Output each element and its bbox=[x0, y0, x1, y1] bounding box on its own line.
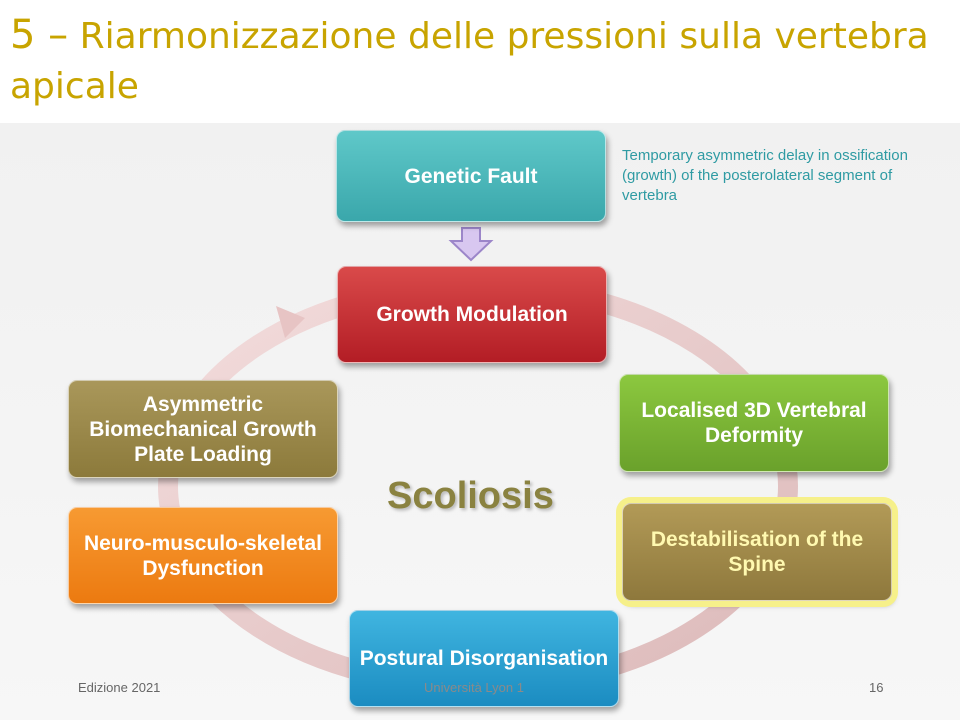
neuro-dysfunction-box: Neuro-musculo-skeletal Dysfunction bbox=[68, 507, 338, 604]
postural-disorganisation-box: Postural Disorganisation bbox=[349, 610, 619, 707]
slide-title: 5 – Riarmonizzazione delle pressioni sul… bbox=[10, 10, 940, 112]
footer-page-number: 16 bbox=[869, 680, 884, 695]
neuro-dysfunction-label: Neuro-musculo-skeletal Dysfunction bbox=[83, 531, 323, 580]
center-label: Scoliosis bbox=[387, 475, 554, 517]
footer-edition: Edizione 2021 bbox=[78, 680, 161, 695]
slide-title-text: Riarmonizzazione delle pressioni sulla v… bbox=[10, 16, 929, 107]
asymmetric-loading-label: Asymmetric Biomechanical Growth Plate Lo… bbox=[89, 392, 317, 466]
asymmetric-loading-box: Asymmetric Biomechanical Growth Plate Lo… bbox=[68, 380, 338, 478]
cycle-arrowhead bbox=[276, 306, 305, 338]
genetic-fault-box: Genetic Fault bbox=[336, 130, 606, 222]
postural-disorganisation-label: Postural Disorganisation bbox=[359, 647, 609, 670]
localised-deformity-box: Localised 3D Vertebral Deformity bbox=[619, 374, 889, 472]
footer-university: Università Lyon 1 bbox=[424, 680, 524, 695]
destabilisation-box: Destabilisation of the Spine bbox=[622, 503, 892, 601]
genetic-fault-label: Genetic Fault bbox=[404, 164, 538, 188]
localised-deformity-label: Localised 3D Vertebral Deformity bbox=[641, 399, 867, 447]
down-arrow-icon bbox=[448, 227, 494, 262]
genetic-note: Temporary asymmetric delay in ossificati… bbox=[622, 147, 908, 204]
slide-title-number: 5 – bbox=[10, 12, 69, 58]
growth-modulation-label: Growth Modulation bbox=[376, 303, 568, 326]
destabilisation-label: Destabilisation of the Spine bbox=[650, 528, 864, 576]
growth-modulation-box: Growth Modulation bbox=[337, 266, 607, 363]
